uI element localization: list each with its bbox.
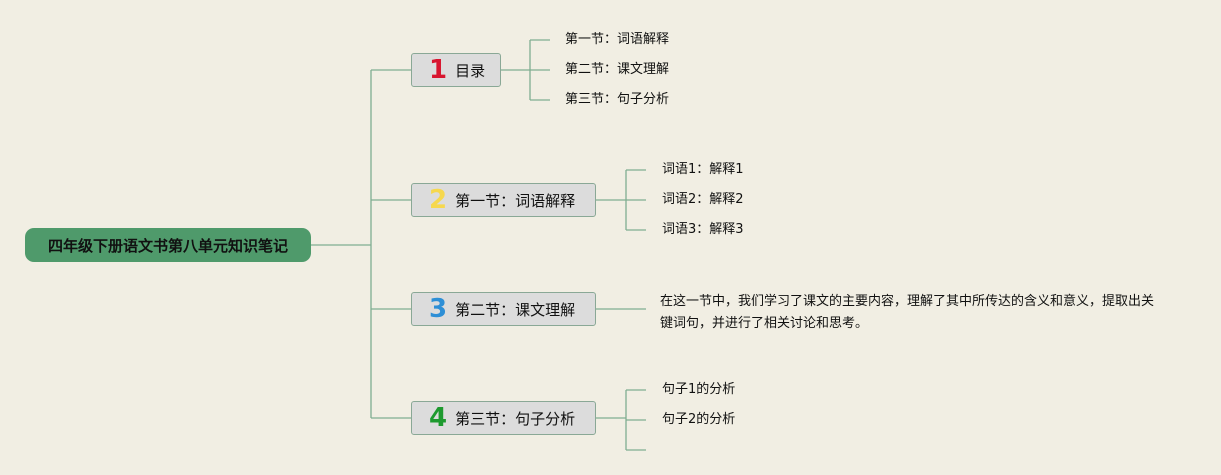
root-node[interactable]: 四年级下册语文书第八单元知识笔记 <box>25 228 311 262</box>
number-badge-3: 3 <box>429 294 448 324</box>
leaf-2-1[interactable]: 词语1：解释1 <box>662 162 744 177</box>
leaf-2-2[interactable]: 词语2：解释2 <box>662 192 744 207</box>
number-badge-2: 2 <box>429 185 448 215</box>
leaf-2-3[interactable]: 词语3：解释3 <box>662 222 744 237</box>
leaf-1-3[interactable]: 第三节：句子分析 <box>565 92 670 107</box>
topic-label-4: 第三节：句子分析 <box>455 409 576 428</box>
leaf-1-2[interactable]: 第二节：课文理解 <box>565 62 670 77</box>
leaf-4-1[interactable]: 句子1的分析 <box>662 382 736 397</box>
leaf-1-1[interactable]: 第一节：词语解释 <box>565 32 670 47</box>
number-badge-1: 1 <box>429 55 448 85</box>
leaf-4-2[interactable]: 句子2的分析 <box>662 412 736 427</box>
topic-node-4[interactable]: 4 第三节：句子分析 <box>411 401 596 435</box>
topic-node-1[interactable]: 1 目录 <box>411 53 501 87</box>
topic-label-1: 目录 <box>455 61 486 80</box>
topic-label-2: 第一节：词语解释 <box>455 191 576 210</box>
topic-node-2[interactable]: 2 第一节：词语解释 <box>411 183 596 217</box>
number-badge-4: 4 <box>429 403 448 433</box>
topic-label-3: 第二节：课文理解 <box>455 300 576 319</box>
topic-node-3[interactable]: 3 第二节：课文理解 <box>411 292 596 326</box>
root-label: 四年级下册语文书第八单元知识笔记 <box>47 236 288 255</box>
topic-3-paragraph[interactable]: 在这一节中，我们学习了课文的主要内容，理解了其中所传达的含义和意义，提取出关键词… <box>660 294 1155 331</box>
